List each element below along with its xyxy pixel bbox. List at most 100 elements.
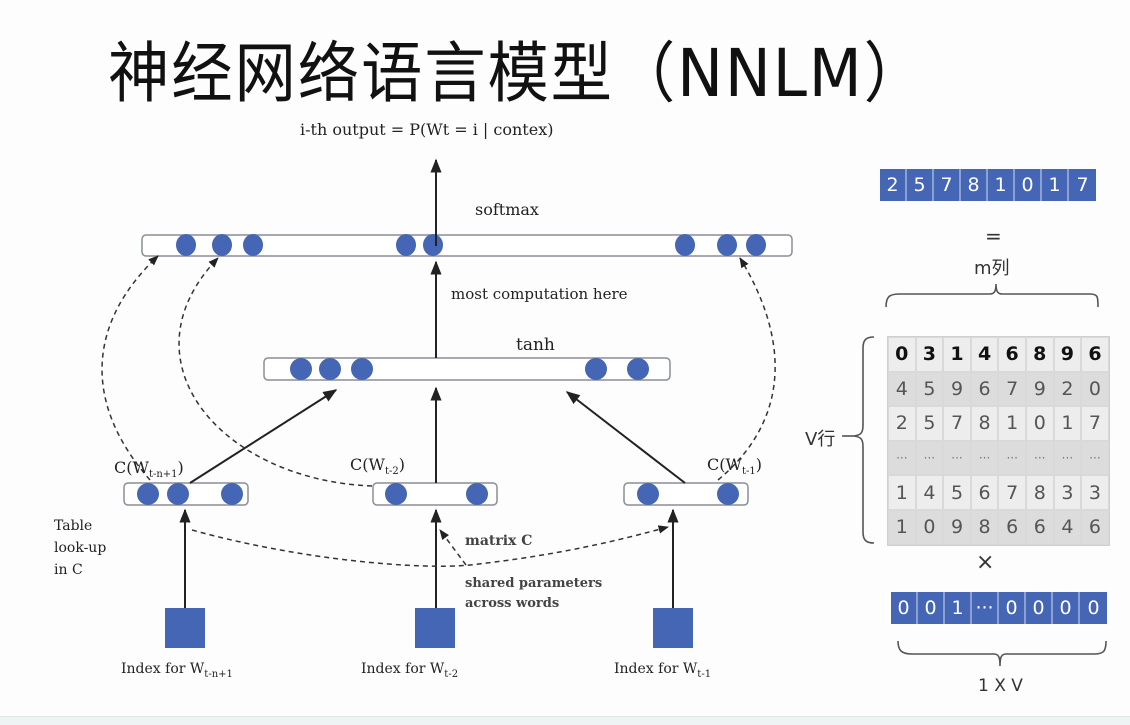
softmax-neuron — [675, 234, 695, 256]
onehot-brace — [897, 640, 1107, 667]
matrix-cell: 5 — [915, 406, 944, 441]
matrix-c-note: matrix C — [465, 533, 533, 549]
onehot-vector-cell: 0 — [918, 592, 945, 624]
embed1-to-tanh-arrow — [189, 389, 338, 484]
matrix-cell: ··· — [943, 440, 971, 476]
onehot-vector-cell: 0 — [1080, 592, 1107, 624]
softmax-neuron — [396, 234, 416, 256]
input-index-square-3 — [653, 608, 693, 648]
matrix-cell: ··· — [1081, 440, 1109, 476]
matrix-cell: 0 — [1025, 406, 1054, 441]
onehot-vector-cell: ··· — [972, 592, 999, 624]
matrix-cell: 7 — [1081, 406, 1109, 441]
matrix-cell: 9 — [943, 509, 971, 545]
result-vector-cell: 1 — [988, 169, 1015, 201]
shared-note-line: shared parameters — [465, 576, 603, 591]
result-vector-cell: 7 — [1069, 169, 1096, 201]
matrix-cell: ··· — [970, 440, 999, 476]
matrix-cell: 6 — [1025, 509, 1054, 545]
input-label-1: Index for Wt-n+1 — [121, 661, 233, 680]
embedding-neuron — [717, 483, 739, 505]
result-vector-cell: 0 — [1015, 169, 1042, 201]
matrix-cell: ··· — [1025, 440, 1054, 476]
matrix-cell: ··· — [915, 440, 944, 476]
slide-title: 神经网络语言模型（NNLM） — [108, 35, 927, 112]
tanh-neuron — [351, 358, 373, 380]
embedding-label-3: C(Wt-1) — [707, 455, 762, 478]
matrix-cell: 7 — [998, 371, 1026, 407]
matrix-cell: 0 — [915, 509, 944, 545]
softmax-label: softmax — [475, 200, 539, 219]
result-vector-cell: 7 — [934, 169, 961, 201]
matrix-cell: 1 — [998, 406, 1026, 441]
matrix-cell: 8 — [1025, 337, 1054, 372]
onehot-vector-cell: 1 — [945, 592, 972, 624]
matrix-cell: 7 — [943, 406, 971, 441]
tanh-neuron — [290, 358, 312, 380]
lookup-note-line: in C — [54, 562, 83, 578]
onehot-vector-cell: 0 — [1026, 592, 1053, 624]
matrix-cell: 3 — [915, 337, 944, 372]
matrix-cell: 6 — [998, 509, 1026, 545]
skip-connection-2 — [178, 257, 373, 487]
result-vector-cell: 8 — [961, 169, 988, 201]
matrix-cell: 4 — [1053, 509, 1082, 545]
equals-sign: = — [985, 224, 1002, 248]
input-index-square-1 — [165, 608, 205, 648]
matrix-cell: 9 — [1025, 371, 1054, 407]
rows-brace — [853, 336, 875, 544]
lookup-note: Table look-up in C — [54, 515, 106, 581]
tanh-neuron — [319, 358, 341, 380]
shared-note-line: across words — [465, 596, 560, 611]
softmax-layer — [141, 234, 793, 257]
matrix-cell: 1 — [888, 475, 916, 510]
embedding-label-2: C(Wt-2) — [350, 455, 405, 478]
embedding-neuron — [466, 483, 488, 505]
onehot-vector-cell: 0 — [891, 592, 918, 624]
tanh-neuron — [627, 358, 649, 380]
input-label-3: Index for Wt-1 — [614, 661, 712, 680]
matrix-cell: ··· — [998, 440, 1026, 476]
matrix-cell: 4 — [970, 337, 999, 372]
onehot-vector-cell: 0 — [999, 592, 1026, 624]
input-index-square-2 — [415, 608, 455, 648]
softmax-neuron — [243, 234, 263, 256]
matrix-cell: 6 — [970, 371, 999, 407]
matrix-cell: 2 — [888, 406, 916, 441]
skip-connection-1 — [101, 255, 159, 481]
computation-note: most computation here — [451, 285, 628, 303]
matrix-cell: 2 — [1053, 371, 1082, 407]
softmax-neuron — [176, 234, 196, 256]
matrix-cell: 0 — [1081, 371, 1109, 407]
softmax-neuron — [746, 234, 766, 256]
embedding-neuron — [385, 483, 407, 505]
result-vector-cell: 2 — [880, 169, 907, 201]
matrix-cell: 1 — [888, 509, 916, 545]
matrix-cell: 3 — [1081, 475, 1109, 510]
shared-matrix-curve — [191, 525, 670, 567]
matrix-cell: 1 — [943, 337, 971, 372]
matrix-cell: 8 — [1025, 475, 1054, 510]
onehot-vector-cell: 0 — [1053, 592, 1080, 624]
times-sign: × — [976, 550, 995, 575]
skip-connection-3 — [717, 257, 776, 481]
result-vector-cell: 1 — [1042, 169, 1069, 201]
embedding-neuron — [137, 483, 159, 505]
matrix-cell: 6 — [1081, 509, 1109, 545]
matrix-cell: ··· — [888, 440, 916, 476]
softmax-neuron — [717, 234, 737, 256]
matrix-cell: 5 — [915, 371, 944, 407]
tanh-neuron — [585, 358, 607, 380]
rows-label: V行 — [805, 429, 836, 450]
embedding-neuron — [221, 483, 243, 505]
embedding-neuron — [637, 483, 659, 505]
softmax-neuron — [423, 234, 443, 256]
input-label-2: Index for Wt-2 — [361, 661, 459, 680]
output-formula: i-th output = P(Wt = i | contex) — [300, 120, 554, 139]
matrix-cell: 9 — [1053, 337, 1082, 372]
matrix-cell: 1 — [1053, 406, 1082, 441]
matrix-cell: 8 — [970, 509, 999, 545]
